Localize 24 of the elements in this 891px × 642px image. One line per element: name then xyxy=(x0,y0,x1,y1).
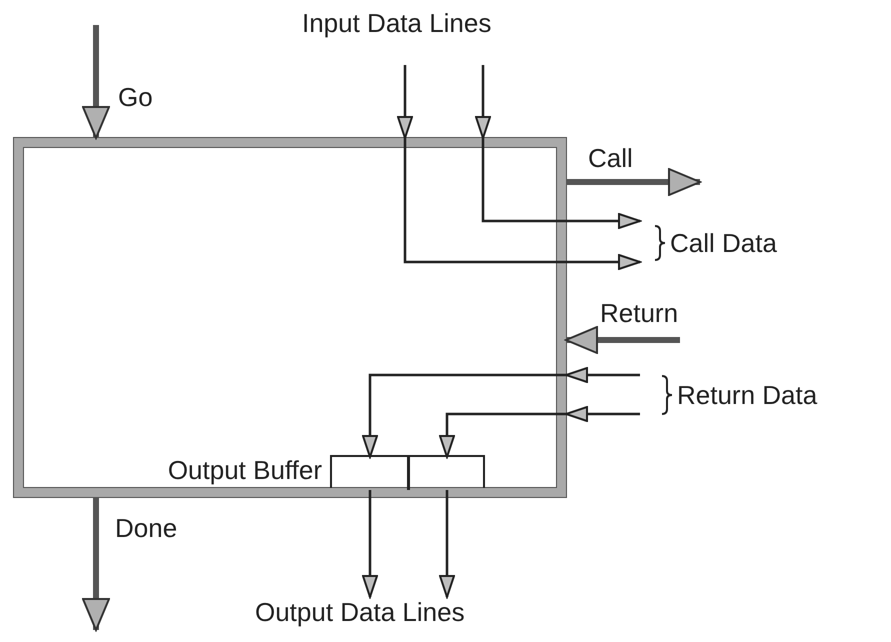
arrow xyxy=(362,490,378,598)
arrow xyxy=(439,490,455,598)
arrow xyxy=(565,406,640,422)
group-label: Return Data xyxy=(677,380,818,410)
arrow xyxy=(362,374,566,458)
edge-label: Return xyxy=(600,298,678,328)
arrow xyxy=(482,138,641,229)
arrow xyxy=(566,168,701,196)
group-label: Call Data xyxy=(670,228,777,258)
group-label: Input Data Lines xyxy=(302,8,492,38)
edge-label: Call xyxy=(588,143,633,173)
edge-label: Go xyxy=(118,82,153,112)
group-label: Output Data Lines xyxy=(255,597,465,627)
arrow xyxy=(565,367,640,383)
edge-label: Done xyxy=(115,513,178,543)
arrow xyxy=(439,412,566,458)
arrow xyxy=(565,326,680,354)
arrow xyxy=(397,65,413,139)
buffer-label: Output Buffer xyxy=(168,455,322,485)
arrow xyxy=(475,65,491,139)
arrow xyxy=(404,138,641,270)
arrow xyxy=(82,25,110,139)
arrow xyxy=(82,497,110,631)
module-block xyxy=(14,138,566,497)
